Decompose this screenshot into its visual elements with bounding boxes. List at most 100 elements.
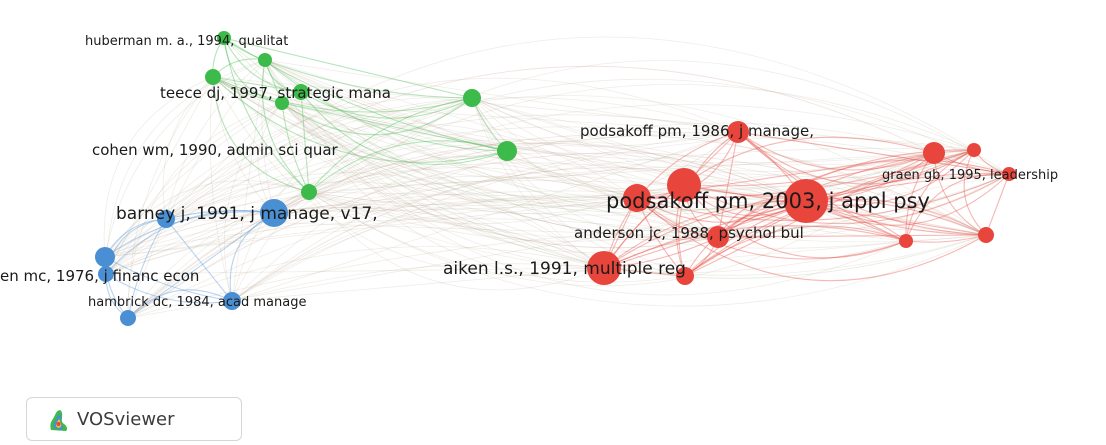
citation-node-blue[interactable] [120, 310, 136, 326]
co-citation-link [471, 97, 807, 202]
co-citation-link [805, 149, 975, 206]
node-label-teece[interactable]: teece dj, 1997, strategic mana [160, 84, 391, 102]
vosviewer-logo-icon [50, 410, 68, 431]
co-citation-link [281, 102, 719, 249]
co-citation-link [127, 102, 283, 319]
co-citation-link [471, 97, 739, 134]
co-citation-link [905, 149, 975, 242]
citation-node-green[interactable] [275, 96, 289, 110]
citation-node-green[interactable] [205, 69, 221, 85]
co-citation-link [104, 218, 719, 258]
node-label-podsakoff-1986[interactable]: podsakoff pm, 1986, j manage, [580, 122, 814, 140]
citation-node-green[interactable] [497, 141, 517, 161]
co-citation-link [281, 97, 473, 136]
co-citation-link [104, 256, 233, 302]
citation-node-red[interactable] [899, 234, 913, 248]
co-citation-link [717, 234, 987, 238]
citation-node-red[interactable] [727, 121, 749, 143]
co-citation-link [281, 102, 686, 277]
co-citation-link [104, 126, 987, 258]
citation-node-red[interactable] [967, 143, 981, 157]
co-citation-link [264, 59, 719, 238]
node-layer [95, 31, 1016, 326]
co-citation-link [308, 191, 719, 241]
co-citation-link [104, 149, 975, 258]
node-label-jensen[interactable]: en mc, 1976, j financ econ [0, 267, 199, 285]
citation-node-red[interactable] [623, 184, 651, 212]
node-label-huberman[interactable]: huberman m. a., 1994, qualitat [85, 34, 288, 49]
citation-node-red[interactable] [587, 251, 621, 285]
citation-node-blue[interactable] [98, 266, 114, 282]
node-label-cohen[interactable]: cohen wm, 1990, admin sci quar [92, 141, 339, 159]
co-citation-link [165, 59, 266, 220]
co-citation-link [308, 191, 605, 291]
citation-node-green[interactable] [463, 89, 481, 107]
co-citation-link [165, 97, 473, 220]
node-label-aiken[interactable]: aiken l.s., 1991, multiple reg [443, 259, 686, 279]
co-citation-link [231, 194, 638, 302]
citation-node-red[interactable] [1002, 167, 1016, 181]
label-layer: huberman m. a., 1994, qualitat teece dj,… [0, 34, 1058, 310]
node-label-podsakoff-2003[interactable]: podsakoff pm, 2003, j appl psy [606, 189, 930, 213]
node-label-anderson[interactable]: anderson jc, 1988, psychol bul [574, 224, 804, 242]
co-citation-link [104, 97, 739, 258]
vosviewer-logo: VOSviewer [26, 397, 242, 441]
co-citation-link [281, 102, 1010, 241]
co-citation-link [737, 131, 1010, 175]
citation-node-blue[interactable] [223, 292, 241, 310]
co-citation-link [127, 131, 739, 319]
co-citation-link [683, 173, 1010, 225]
citation-node-green[interactable] [301, 184, 317, 200]
citation-node-blue[interactable] [157, 210, 175, 228]
co-citation-link [127, 175, 638, 319]
citation-node-red[interactable] [707, 226, 729, 248]
co-citation-link [127, 76, 214, 319]
citation-node-red[interactable] [676, 267, 694, 285]
co-citation-link [264, 59, 508, 152]
co-citation-link [212, 76, 1010, 179]
node-label-hambrick[interactable]: hambrick dc, 1984, acad manage [88, 295, 306, 310]
co-citation-link [104, 207, 605, 269]
co-citation-link [963, 149, 987, 236]
co-citation-link [471, 97, 719, 240]
node-label-graen[interactable]: graen gb, 1995, leadership [882, 168, 1058, 183]
co-citation-link [212, 58, 266, 78]
co-citation-link [737, 131, 935, 171]
co-citation-link [212, 76, 310, 193]
co-citation-link [127, 97, 473, 319]
citation-node-green[interactable] [293, 84, 309, 100]
co-citation-link [165, 218, 719, 238]
link-layer [103, 36, 1010, 319]
citation-node-blue[interactable] [260, 199, 288, 227]
co-citation-link [308, 152, 935, 287]
node-label-barney[interactable]: barney j, 1991, j manage, v17, [116, 204, 378, 224]
co-citation-link [105, 196, 638, 275]
logo-text: VOSviewer [77, 408, 175, 430]
co-citation-link [264, 59, 807, 202]
co-citation-link [308, 191, 686, 277]
citation-node-green[interactable] [217, 31, 231, 45]
citation-node-red[interactable] [667, 168, 701, 202]
citation-node-red[interactable] [784, 179, 828, 223]
co-citation-link [104, 211, 275, 258]
citation-node-blue[interactable] [95, 247, 115, 267]
co-citation-link [257, 102, 283, 214]
co-citation-link [223, 37, 310, 193]
co-citation-link [223, 37, 473, 99]
co-citation-link [212, 76, 907, 249]
co-citation-link [281, 102, 310, 193]
co-citation-link [105, 95, 987, 275]
co-citation-link [127, 103, 975, 319]
co-citation-link [603, 200, 807, 269]
citation-node-green[interactable] [258, 53, 272, 67]
co-citation-link [471, 97, 685, 193]
co-citation-link [603, 136, 935, 269]
citation-node-red[interactable] [923, 142, 945, 164]
co-citation-link [105, 102, 283, 275]
co-citation-link [223, 37, 283, 104]
citation-node-red[interactable] [978, 227, 994, 243]
co-citation-link [985, 173, 1010, 236]
co-citation-link [308, 173, 1010, 216]
co-citation-link [471, 97, 975, 195]
